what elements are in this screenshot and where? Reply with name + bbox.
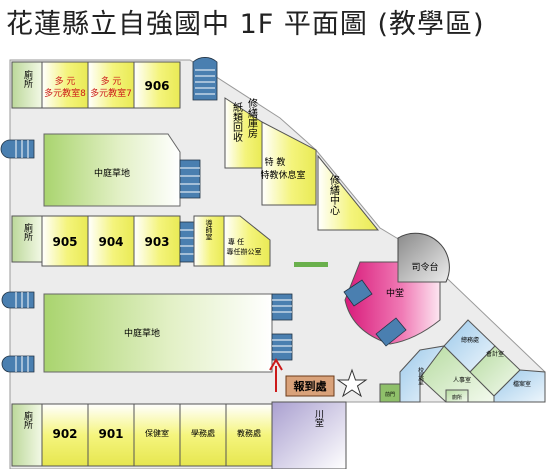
- star-icon: [336, 368, 368, 398]
- lobby-room: [379, 383, 401, 403]
- teacher-label-a: 特 教: [265, 156, 286, 168]
- courtyard-lower: [43, 293, 273, 373]
- stair-report-1: [271, 293, 293, 321]
- r901-label: 901: [98, 427, 123, 441]
- health-label: 保健室: [145, 428, 169, 438]
- report-badge: [285, 375, 335, 397]
- toilet-mid-label: 廁所: [22, 222, 33, 242]
- stair-left-low: [1, 291, 35, 309]
- toilet-top-room: [11, 61, 43, 109]
- repair-label: 修繕庫房: [246, 97, 258, 139]
- green-strip: [294, 262, 328, 267]
- health-room: [133, 403, 181, 467]
- arrow-icon: [269, 358, 283, 392]
- principal-room: [399, 345, 446, 403]
- paper-label: 紙類回收: [231, 101, 243, 143]
- r901-room: [87, 403, 135, 467]
- academic-label: 學務處: [191, 428, 215, 438]
- r902-room: [41, 403, 89, 467]
- r903-room: [133, 215, 181, 267]
- academic-room: [179, 403, 227, 467]
- stair-report-2: [271, 333, 293, 361]
- hall-label: 中堂: [386, 287, 404, 299]
- counsel-label: 導師室: [205, 219, 213, 241]
- report-label: 報到處: [294, 379, 328, 393]
- multi7-room: [87, 61, 135, 109]
- hall: [344, 261, 441, 345]
- r906-label: 906: [144, 79, 169, 93]
- specialist-room: [223, 215, 271, 267]
- lobby-label: 前門: [385, 391, 395, 398]
- courtyard-upper-label: 中庭草地: [94, 167, 130, 179]
- stair-top: [192, 57, 218, 101]
- personnel-label: 人事室: [453, 376, 471, 384]
- center-room: [317, 154, 380, 231]
- stair-row2: [179, 221, 195, 263]
- r902-label: 902: [52, 427, 77, 441]
- chuan-hall: [271, 401, 347, 469]
- multi7-label-1: 多 元: [101, 75, 122, 87]
- toilet-top-label: 廁所: [22, 69, 33, 89]
- r905-room: [41, 215, 89, 267]
- specialist-label: 專任辦公室: [227, 247, 262, 256]
- center-label: 修繕中心: [328, 174, 340, 215]
- teacher-label: 特教休息室: [260, 169, 305, 181]
- specialist-label-a: 專 任: [228, 237, 244, 246]
- restroom-small: [445, 389, 469, 403]
- stair-left-low2: [1, 355, 35, 373]
- accounting-label: 會計室: [486, 350, 504, 358]
- teaching-label: 教務處: [237, 428, 261, 438]
- multi7-label: 多元教室7: [90, 87, 132, 99]
- courtyard-lower-label: 中庭草地: [124, 327, 160, 339]
- r903-label: 903: [144, 235, 169, 249]
- podium-label: 司令台: [411, 261, 438, 273]
- restroom-small-label: 廁所: [452, 394, 462, 401]
- chuan-label: 川堂: [313, 409, 324, 427]
- page-title: 花蓮縣立自強國中 1F 平面圖 (教學區): [6, 9, 485, 40]
- stair-hall-2: [375, 317, 407, 347]
- stair-left-top: [0, 139, 35, 159]
- teacher-room: [261, 121, 317, 206]
- multi8-label-1: 多 元: [55, 75, 76, 87]
- stair-mid: [179, 159, 201, 199]
- r904-label: 904: [98, 235, 123, 249]
- toilet-bottom-room: [11, 403, 43, 467]
- r905-label: 905: [52, 235, 77, 249]
- general-label: 總務處: [461, 336, 479, 344]
- toilet-bottom-label: 廁所: [22, 410, 33, 430]
- multi8-label: 多元教室8: [44, 87, 86, 99]
- podium: [397, 232, 450, 283]
- r906-room: [133, 61, 181, 109]
- archives-label: 檔案室: [513, 380, 531, 388]
- archives-room: [493, 369, 546, 403]
- stair-hall-1: [343, 279, 373, 307]
- principal-label: 校長室: [417, 366, 424, 385]
- multi8-room: [41, 61, 89, 109]
